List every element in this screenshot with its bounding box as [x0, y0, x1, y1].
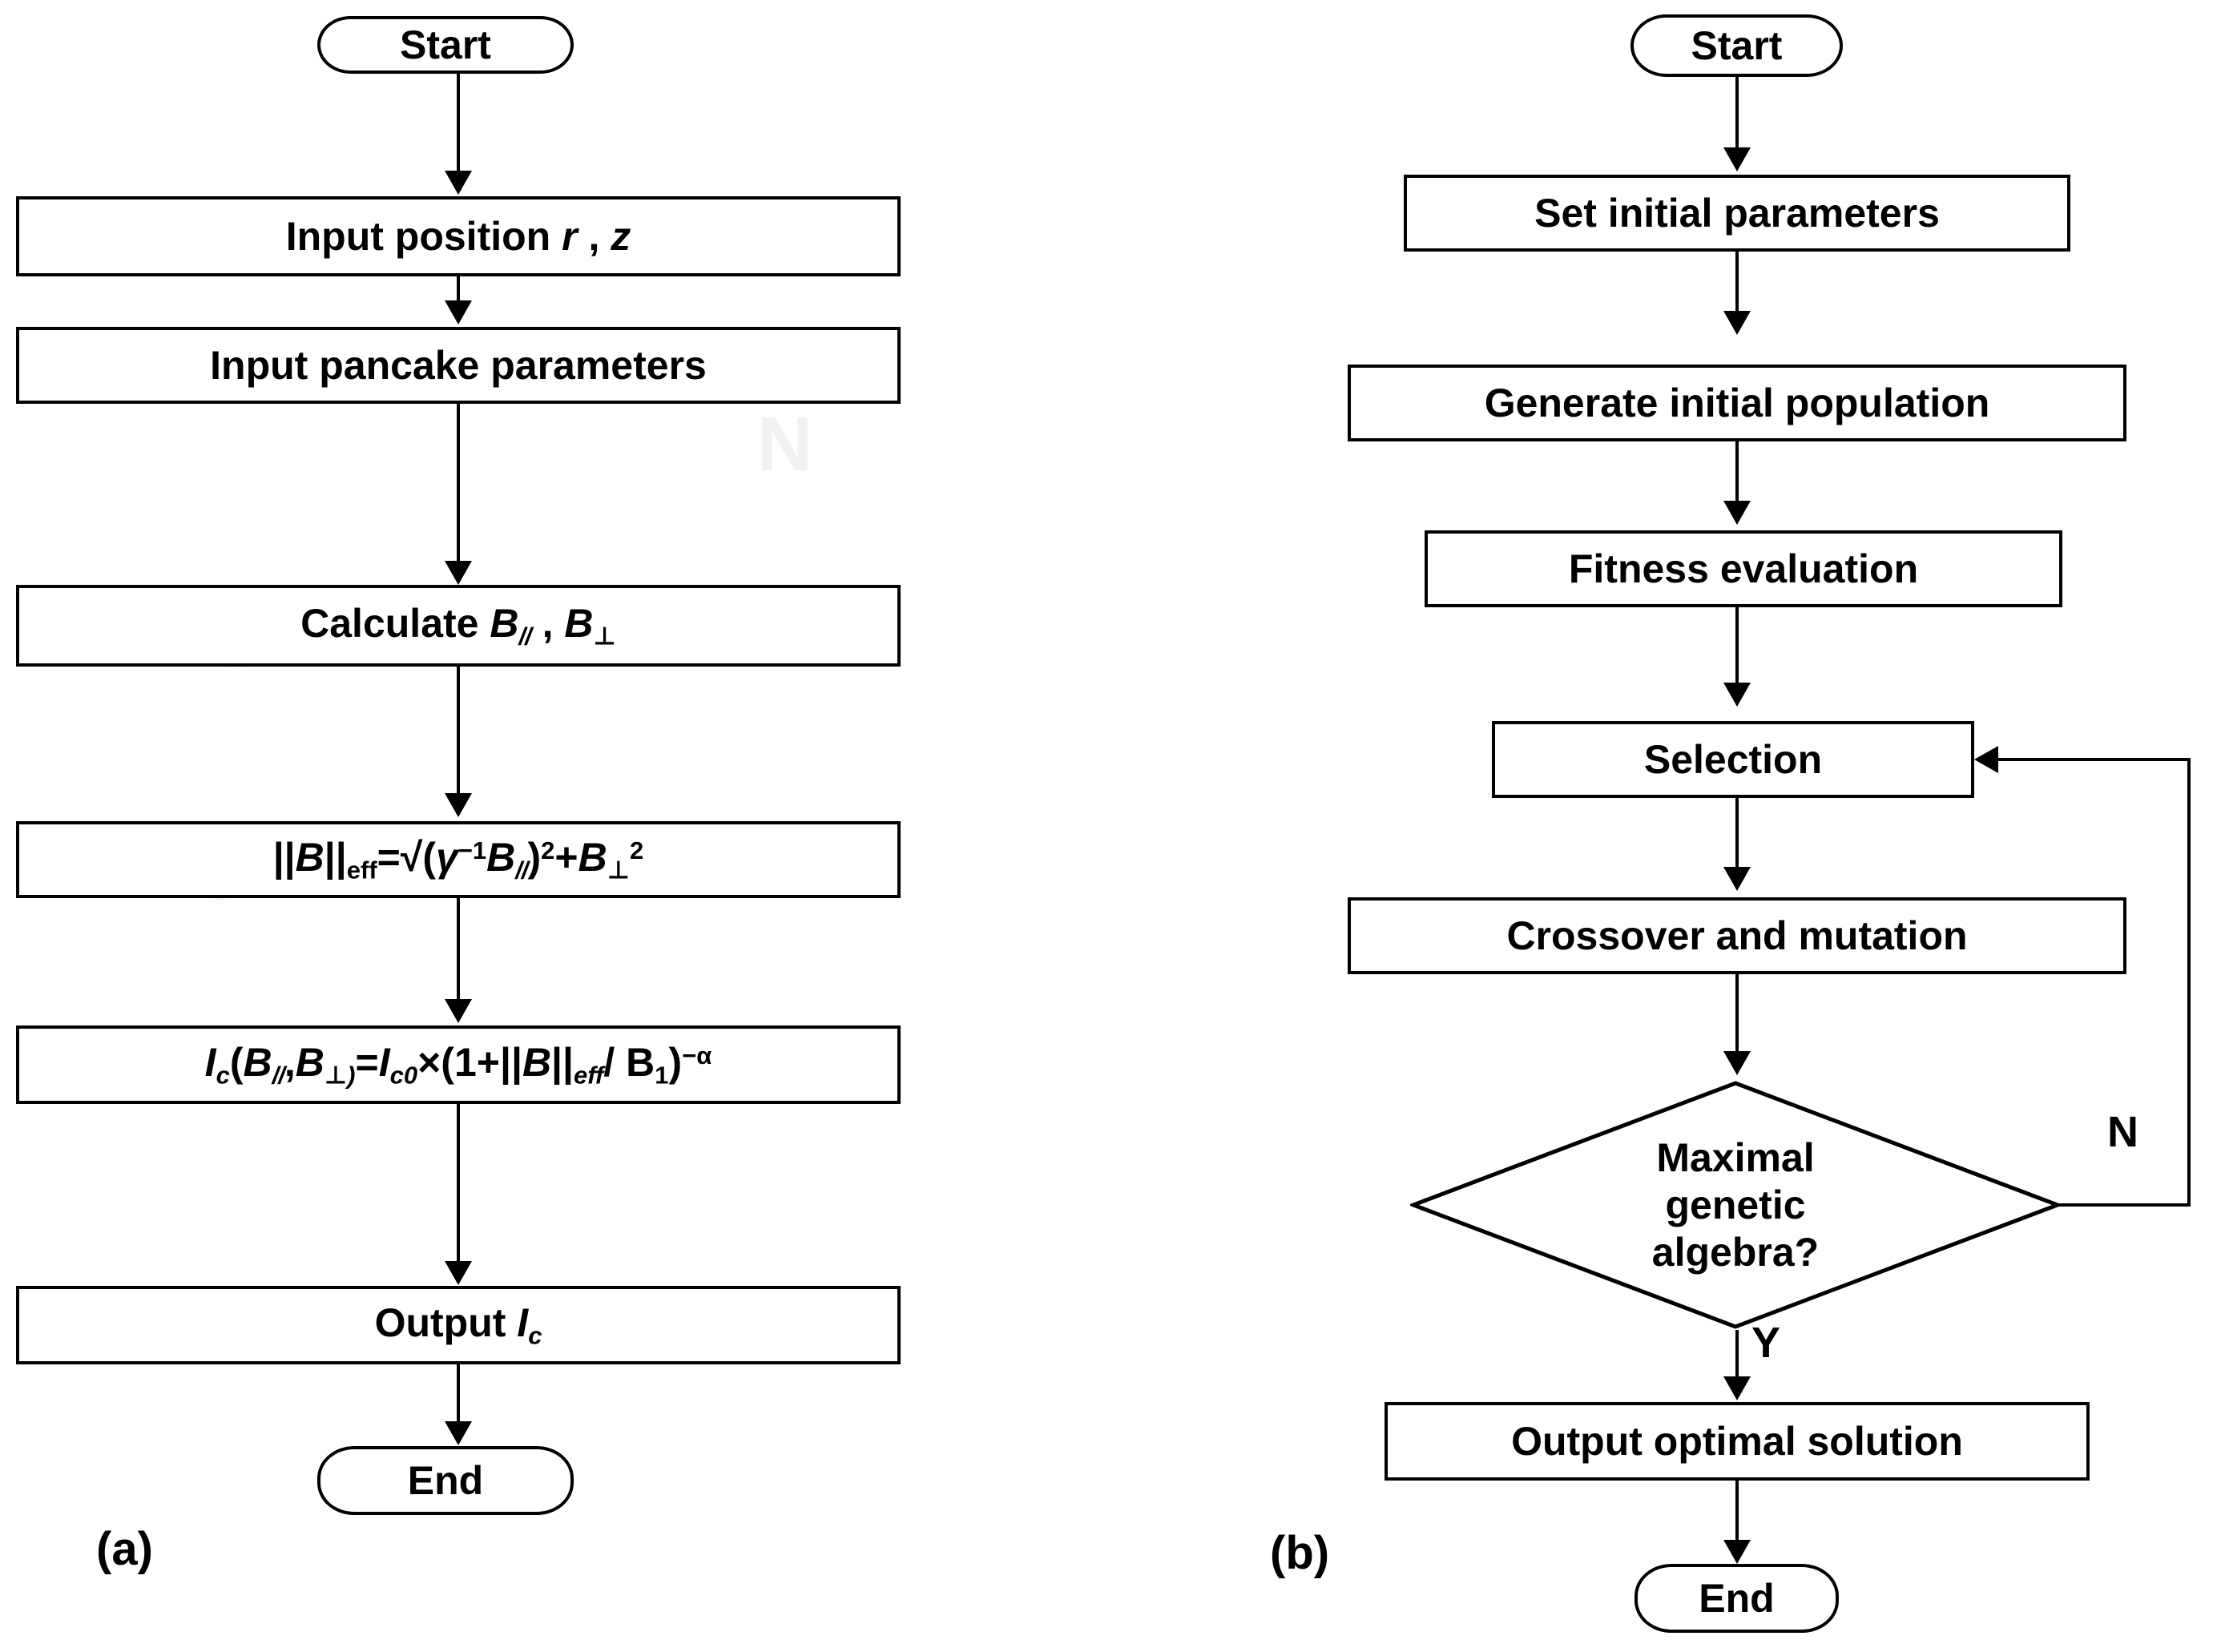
connector-b-cross-to-decision: [1735, 974, 1739, 1054]
var-r: r: [562, 214, 578, 259]
node-label: Selection: [1643, 737, 1823, 782]
node-start-b[interactable]: Start: [1630, 14, 1843, 77]
node-fitness-evaluation[interactable]: Fitness evaluation: [1425, 530, 2062, 607]
arrowhead-down: [1723, 867, 1751, 891]
node-crossover-and-mutation[interactable]: Crossover and mutation: [1348, 897, 2126, 974]
node-output-ic[interactable]: Output Ic: [16, 1286, 901, 1364]
node-decision-maximal-genetic-algebra[interactable]: Maximal genetic algebra?: [1410, 1080, 2061, 1330]
node-label: Input pancake parameters: [210, 343, 707, 388]
connector-b-sel-to-cross: [1735, 798, 1739, 870]
connector-no-branch-horizontal: [2056, 1203, 2191, 1207]
node-output-optimal-solution[interactable]: Output optimal solution: [1385, 1402, 2090, 1481]
arrowhead-down: [1723, 501, 1751, 525]
arrowhead-down: [445, 999, 472, 1023]
decision-label-line2: genetic: [1665, 1182, 1806, 1227]
node-label: Output Ic: [374, 1299, 542, 1350]
decision-label: Maximal genetic algebra?: [1652, 1134, 1819, 1276]
node-formula-critical-current[interactable]: Ic(B//,B⊥)=Ic0×(1+||B||eff/ B1)−α: [16, 1025, 901, 1104]
branch-label-no: N: [2107, 1108, 2138, 1156]
connector-b-pop-to-fit: [1735, 441, 1739, 504]
connector-b-fit-to-sel: [1735, 607, 1739, 686]
connector-ic-to-output: [457, 1104, 460, 1264]
arrowhead-down: [1723, 1376, 1751, 1400]
connector-no-branch-vertical: [2187, 758, 2191, 1205]
connector-no-branch-return: [1997, 758, 2191, 761]
connector-beff-to-ic: [457, 898, 460, 1002]
node-label: Generate initial population: [1484, 381, 1990, 425]
node-label: End: [407, 1458, 484, 1503]
arrowhead-down: [445, 1421, 472, 1445]
connector-b-start-to-init: [1735, 77, 1739, 151]
arrowhead-down: [445, 171, 472, 195]
connector-params-to-calc: [457, 404, 460, 564]
node-label: Output optimal solution: [1511, 1419, 1963, 1464]
node-label: End: [1699, 1576, 1775, 1621]
node-label: ||B||eff=√(γ−1B//)2+B⊥2: [272, 834, 644, 884]
node-input-position[interactable]: Input position r , z: [16, 196, 901, 276]
arrowhead-down: [445, 561, 472, 585]
node-start-a[interactable]: Start: [317, 16, 574, 74]
panel-caption-b: (b): [1270, 1527, 1330, 1579]
connector-position-to-params: [457, 276, 460, 304]
panel-caption-a: (a): [96, 1523, 153, 1575]
node-label: Start: [1691, 23, 1783, 68]
arrowhead-left: [1974, 746, 1998, 773]
node-label: Input position r , z: [285, 214, 631, 259]
node-formula-b-effective[interactable]: ||B||eff=√(γ−1B//)2+B⊥2: [16, 821, 901, 898]
arrowhead-down: [445, 300, 472, 324]
connector-yes-branch: [1735, 1330, 1739, 1380]
node-calculate-b-components[interactable]: Calculate B// , B⊥: [16, 585, 901, 667]
node-selection[interactable]: Selection: [1492, 721, 1974, 798]
connector-start-to-position: [457, 74, 460, 175]
node-label: Start: [400, 22, 491, 67]
connector-b-init-to-pop: [1735, 252, 1739, 314]
diamond-shape: [1410, 1080, 2061, 1330]
branch-label-yes: Y: [1751, 1319, 1781, 1367]
node-label: Set initial parameters: [1534, 191, 1940, 236]
arrowhead-down: [1723, 147, 1751, 171]
node-set-initial-parameters[interactable]: Set initial parameters: [1404, 175, 2070, 252]
arrowhead-down: [1723, 1051, 1751, 1075]
connector-b-output-to-end: [1735, 1481, 1739, 1543]
node-input-pancake-parameters[interactable]: Input pancake parameters: [16, 327, 901, 404]
arrowhead-down: [1723, 683, 1751, 707]
node-end-a[interactable]: End: [317, 1446, 574, 1515]
decision-label-line3: algebra?: [1651, 1229, 1820, 1275]
node-generate-initial-population[interactable]: Generate initial population: [1348, 365, 2126, 441]
node-label: Calculate B// , B⊥: [300, 600, 616, 651]
var-z: z: [611, 214, 631, 259]
decision-label-line1: Maximal: [1656, 1134, 1815, 1180]
arrowhead-down: [1723, 1540, 1751, 1564]
watermark-letter: N: [757, 401, 813, 487]
connector-calc-to-beff: [457, 667, 460, 797]
node-end-b[interactable]: End: [1634, 1564, 1839, 1633]
node-label: Crossover and mutation: [1506, 913, 1968, 958]
node-label: Fitness evaluation: [1568, 546, 1919, 591]
arrowhead-down: [1723, 311, 1751, 335]
arrowhead-down: [445, 793, 472, 817]
node-label: Ic(B//,B⊥)=Ic0×(1+||B||eff/ B1)−α: [204, 1039, 712, 1090]
arrowhead-down: [445, 1261, 472, 1285]
connector-output-to-end: [457, 1364, 460, 1424]
